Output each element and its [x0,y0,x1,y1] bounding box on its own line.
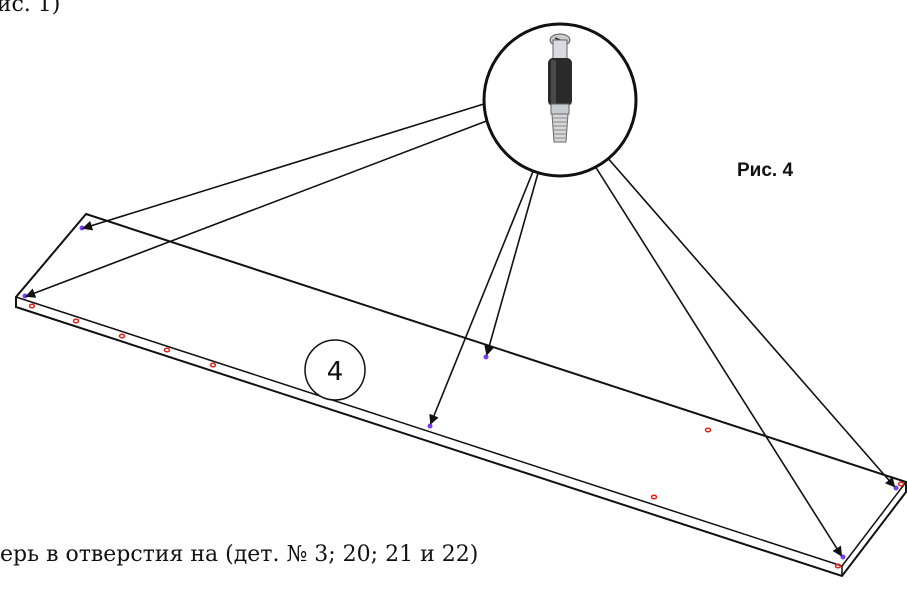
panel-board [15,212,907,578]
target-hole [22,293,28,299]
red-holes [28,303,905,569]
red-hole [28,303,36,309]
target-hole [483,354,489,360]
detail-callout [482,22,638,178]
pointer-arrows [25,102,896,557]
red-hole [118,333,126,339]
target-hole [427,423,433,429]
arrow-to-hole [484,165,541,356]
red-hole [650,494,658,500]
arrow-to-hole [25,116,498,298]
target-hole [893,485,899,491]
red-hole [834,563,842,569]
eccentric-fitting-icon [548,33,572,143]
red-hole [209,362,217,368]
red-hole [163,347,171,353]
part-number: 4 [327,357,344,387]
target-hole [840,554,846,560]
arrow-to-hole [429,163,537,425]
red-hole [72,318,80,324]
figure-label: Рис. 4 [737,160,794,181]
red-hole [897,481,905,487]
arrow-to-hole [594,165,843,557]
arrow-to-hole [605,155,896,488]
instruction-text: ерь в отверстия на (дет. № 3; 20; 21 и 2… [0,542,479,567]
target-hole [79,225,85,231]
caption-fragment-top: Рис. 1) [0,0,61,17]
part-number-bubble: 4 [304,339,366,401]
red-hole [704,427,712,433]
arrow-to-hole [82,102,488,231]
